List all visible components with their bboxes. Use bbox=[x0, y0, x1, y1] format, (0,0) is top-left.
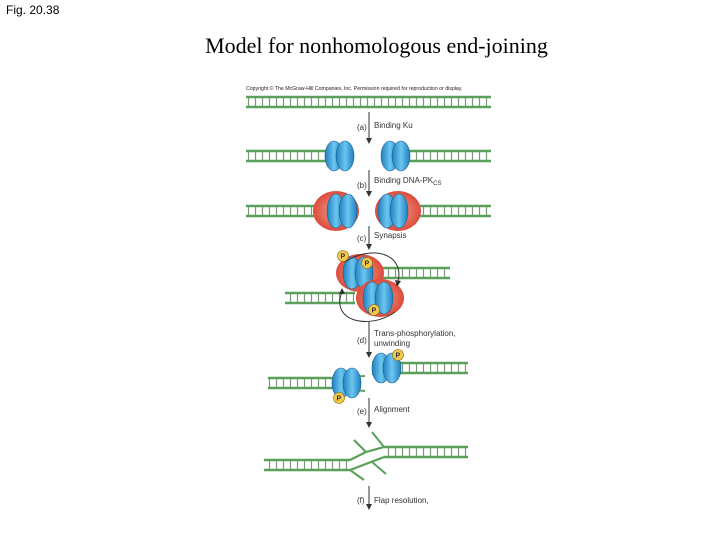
svg-text:P: P bbox=[341, 254, 346, 261]
step-b-label: Binding DNA-PKCS bbox=[374, 176, 441, 187]
phosphate-icon: P bbox=[337, 250, 349, 262]
step-c-label: Synapsis bbox=[374, 231, 406, 240]
svg-text:P: P bbox=[372, 308, 377, 315]
svg-text:P: P bbox=[337, 396, 342, 403]
phosphate-icon: P bbox=[333, 392, 345, 404]
step-f-letter: (f) bbox=[357, 496, 365, 505]
phosphate-icon: P bbox=[368, 304, 380, 316]
step-b-letter: (b) bbox=[357, 181, 367, 190]
step-a-letter: (a) bbox=[357, 123, 367, 132]
step-d-label: Trans-phosphorylation, bbox=[374, 329, 456, 338]
svg-text:P: P bbox=[365, 261, 370, 268]
step-e-label: Alignment bbox=[374, 405, 410, 414]
dna-end-right-ku bbox=[380, 140, 491, 172]
dna-end-left-ku bbox=[246, 140, 355, 172]
phosphate-icon: P bbox=[392, 349, 404, 361]
step-d-label-2: unwinding bbox=[374, 339, 410, 348]
dna-intact bbox=[246, 95, 491, 109]
unwound-complex-right bbox=[371, 352, 468, 384]
figure-number: Fig. 20.38 bbox=[6, 3, 60, 17]
svg-text:P: P bbox=[396, 353, 401, 360]
slide-title: Model for nonhomologous end-joining bbox=[205, 33, 548, 58]
step-a-label: Binding Ku bbox=[374, 121, 413, 130]
step-d-letter: (d) bbox=[357, 336, 367, 345]
copyright-notice: Copyright © The McGraw-Hill Companies, I… bbox=[246, 85, 462, 92]
step-c-letter: (c) bbox=[357, 234, 367, 243]
unwound-complex-left bbox=[268, 367, 366, 399]
aligned-dna-with-flaps bbox=[264, 431, 468, 481]
dna-end-left-pk bbox=[246, 191, 359, 231]
phosphate-icon: P bbox=[361, 257, 373, 269]
step-e-letter: (e) bbox=[357, 407, 367, 416]
step-f-label: Flap resolution, bbox=[374, 496, 429, 505]
dna-end-right-pk bbox=[375, 191, 491, 231]
